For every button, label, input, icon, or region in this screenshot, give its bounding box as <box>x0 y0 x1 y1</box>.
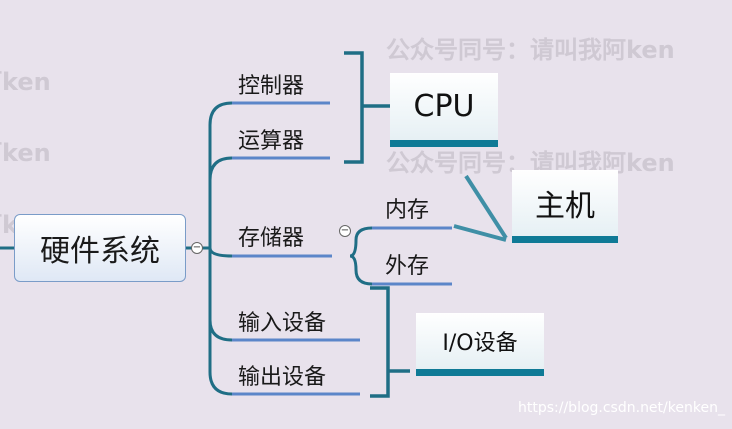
watermark-text: 阿ken <box>0 68 51 96</box>
group-io-device[interactable]: I/O设备 <box>416 313 544 376</box>
memory-internal[interactable]: 内存 <box>385 198 430 223</box>
watermark-text: 公众号同号：请叫我阿ken <box>386 36 675 64</box>
group-cpu-label: CPU <box>413 89 475 124</box>
root-node-label: 硬件系统 <box>40 234 160 269</box>
branch-alu[interactable]: 运算器 <box>238 129 305 154</box>
branch-memory[interactable]: 存储器 <box>238 226 305 251</box>
watermark-text: 阿ken <box>0 139 51 167</box>
group-host-label: 主机 <box>535 189 595 224</box>
branch-output-device[interactable]: 输出设备 <box>238 365 327 390</box>
group-io-device-label: I/O设备 <box>442 331 518 356</box>
group-host[interactable]: 主机 <box>512 170 618 243</box>
root-node[interactable]: 硬件系统 <box>14 214 186 282</box>
collapse-toggle-icon[interactable]: − <box>339 225 351 237</box>
group-cpu[interactable]: CPU <box>390 73 498 147</box>
source-credit: https://blog.csdn.net/kenken_ <box>518 400 725 416</box>
memory-external[interactable]: 外存 <box>385 254 430 279</box>
branch-controller[interactable]: 控制器 <box>238 74 305 99</box>
branch-input-device[interactable]: 输入设备 <box>238 311 327 336</box>
collapse-toggle-icon[interactable]: − <box>191 242 203 254</box>
